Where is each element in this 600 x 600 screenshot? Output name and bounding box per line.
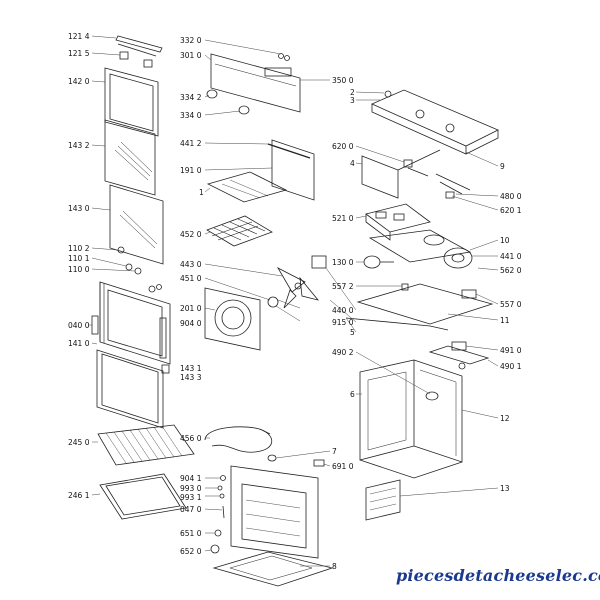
control-board-part	[365, 203, 431, 241]
part-label-4910: 491 0	[500, 346, 522, 355]
part-label-0470: 047 0	[180, 505, 202, 514]
door-top-trim-part	[115, 35, 163, 57]
inner-glass-part	[104, 119, 156, 196]
part-label-9931: 993 1	[180, 493, 202, 502]
part-label-4412: 441 2	[180, 139, 202, 148]
base-plate-part	[345, 283, 494, 331]
rear-panel-part	[267, 139, 315, 201]
middle-glass-part	[109, 184, 164, 265]
part-label-6201: 620 1	[500, 206, 522, 215]
part-label-4901: 490 1	[500, 362, 522, 371]
part-label-1100: 110 0	[68, 265, 90, 274]
part-label-2450: 245 0	[68, 438, 90, 447]
part-label-2010: 201 0	[180, 304, 202, 313]
part-label-4400: 440 0	[332, 306, 354, 315]
door-latch-part	[161, 364, 170, 374]
part-label-12: 12	[500, 414, 510, 423]
door-seal-part	[96, 349, 164, 429]
knob-parts	[206, 89, 250, 115]
part-label-5: 5	[350, 328, 355, 337]
part-label-3: 3	[350, 96, 355, 105]
part-label-6510: 651 0	[180, 529, 202, 538]
part-label-2: 2	[350, 88, 355, 97]
part-label-1433: 143 3	[180, 373, 202, 382]
door-clip-part	[119, 51, 153, 68]
part-label-1101: 110 1	[68, 254, 90, 263]
part-label-1300: 130 0	[332, 258, 354, 267]
grill-element-part	[206, 215, 273, 247]
part-label-11: 11	[500, 316, 510, 325]
part-label-9930: 993 0	[180, 484, 202, 493]
wiring-part	[361, 149, 441, 199]
bottom-element-part	[204, 426, 273, 453]
leader-lines	[88, 35, 499, 567]
part-label-0400: 040 0	[68, 321, 90, 330]
part-label-6: 6	[350, 390, 355, 399]
site-watermark: piecesdetacheeselec.com	[396, 566, 600, 585]
baking-tray-part	[99, 473, 187, 520]
part-label-6200: 620 0	[332, 142, 354, 151]
part-label-1102: 110 2	[68, 244, 90, 253]
part-label-1: 1	[199, 188, 204, 197]
part-label-1910: 191 0	[180, 166, 202, 175]
part-label-3320: 332 0	[180, 36, 202, 45]
fan-cover-part	[204, 287, 279, 351]
outer-door-glass-part	[104, 67, 159, 137]
door-switch-part	[451, 341, 467, 351]
back-panel-part	[365, 479, 401, 521]
screw-parts	[217, 475, 226, 519]
thermostat-part	[435, 173, 471, 199]
part-label-1214: 121 4	[68, 32, 90, 41]
foot-parts	[210, 529, 222, 554]
cooling-fan-assembly-part	[368, 229, 473, 269]
part-label-8: 8	[332, 562, 337, 571]
part-label-3340: 334 0	[180, 111, 202, 120]
part-label-4560: 456 0	[180, 434, 202, 443]
part-label-5570: 557 0	[500, 300, 522, 309]
part-label-13: 13	[500, 484, 510, 493]
part-label-3342: 334 2	[180, 93, 202, 102]
part-label-1215: 121 5	[68, 49, 90, 58]
part-label-6910: 691 0	[332, 462, 354, 471]
part-label-4902: 490 2	[332, 348, 354, 357]
part-label-4800: 480 0	[500, 192, 522, 201]
part-label-2461: 246 1	[68, 491, 90, 500]
oven-cavity-part	[230, 465, 319, 559]
part-label-5210: 521 0	[332, 214, 354, 223]
part-label-1430: 143 0	[68, 204, 90, 213]
part-label-6520: 652 0	[180, 547, 202, 556]
oven-housing-part	[359, 345, 490, 479]
part-label-9150: 915 0	[332, 318, 354, 327]
lamp-socket-part	[267, 454, 325, 467]
part-label-1410: 141 0	[68, 339, 90, 348]
part-label-4410: 441 0	[500, 252, 522, 261]
heat-shield-part	[206, 171, 288, 203]
part-label-5572: 557 2	[332, 282, 354, 291]
part-label-10: 10	[500, 236, 510, 245]
door-hinge-parts	[117, 246, 162, 293]
top-panel-part	[371, 89, 499, 155]
part-label-1420: 142 0	[68, 77, 90, 86]
part-label-1431: 143 1	[180, 364, 202, 373]
control-panel-part	[210, 53, 301, 113]
part-label-1432: 143 2	[68, 141, 90, 150]
fan-part	[276, 267, 320, 309]
part-label-3010: 301 0	[180, 51, 202, 60]
part-label-5620: 562 0	[500, 266, 522, 275]
bottom-panel-part	[212, 551, 334, 587]
part-label-9041: 904 1	[180, 474, 202, 483]
door-frame-part	[91, 281, 171, 365]
part-label-7: 7	[332, 447, 337, 456]
part-label-4430: 443 0	[180, 260, 202, 269]
part-label-4520: 452 0	[180, 230, 202, 239]
part-label-3500: 350 0	[332, 76, 354, 85]
part-label-9040: 904 0	[180, 319, 202, 328]
wire-rack-part	[97, 424, 195, 466]
part-label-4510: 451 0	[180, 274, 202, 283]
part-label-4: 4	[350, 159, 355, 168]
part-label-9: 9	[500, 162, 505, 171]
